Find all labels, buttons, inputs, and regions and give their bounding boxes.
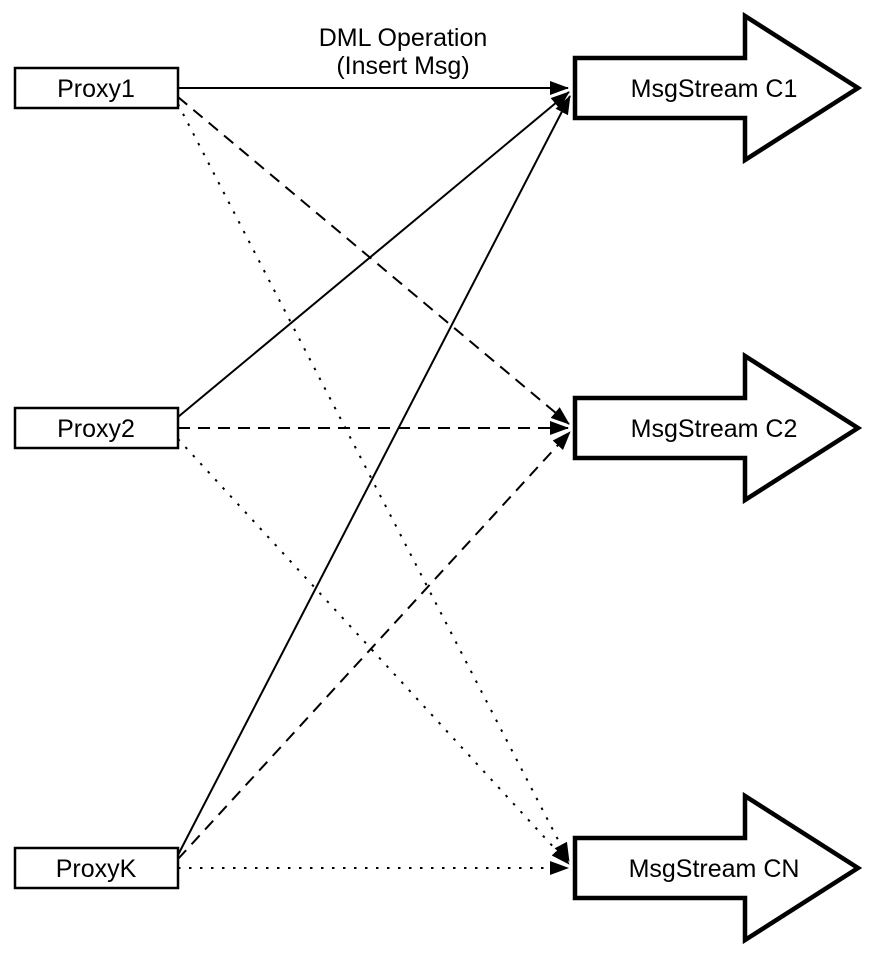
edge-proxy2-to-cn bbox=[177, 438, 570, 865]
msgstream-c2-arrow-shape bbox=[572, 351, 863, 505]
edge-proxy2-to-c1 bbox=[177, 91, 570, 418]
annotation-line2: (Insert Msg) bbox=[336, 52, 469, 80]
edge-proxy1-to-c2 bbox=[177, 96, 570, 425]
msgstream-cn-node: MsgStream CN bbox=[572, 791, 863, 945]
proxy1-label: Proxy1 bbox=[57, 75, 135, 103]
proxy1-node: Proxy1 bbox=[13, 66, 180, 110]
proxy2-box bbox=[13, 406, 180, 450]
proxyk-node: ProxyK bbox=[13, 846, 180, 890]
proxy2-label: Proxy2 bbox=[57, 415, 135, 443]
msgstream-c2-node: MsgStream C2 bbox=[572, 351, 863, 505]
edges bbox=[177, 81, 571, 875]
proxy2-node: Proxy2 bbox=[13, 406, 180, 450]
proxy1-box bbox=[13, 66, 180, 110]
edge-proxy1-to-cn bbox=[177, 103, 570, 862]
edge-proxyk-to-c1 bbox=[177, 95, 571, 856]
msgstream-c1-arrow-shape bbox=[572, 11, 863, 165]
msgstream-cn-label: MsgStream CN bbox=[629, 855, 800, 883]
msgstream-c2-label: MsgStream C2 bbox=[631, 415, 798, 443]
msgstream-c1-label: MsgStream C1 bbox=[631, 75, 798, 103]
edge-proxyk-to-c2 bbox=[177, 431, 571, 860]
edge-annotation: DML Operation (Insert Msg) bbox=[319, 24, 488, 80]
msgstream-cn-arrow-shape bbox=[572, 791, 863, 945]
annotation-line1: DML Operation bbox=[319, 24, 488, 52]
proxyk-box bbox=[13, 846, 180, 890]
msgstream-c1-node: MsgStream C1 bbox=[572, 11, 863, 165]
proxyk-label: ProxyK bbox=[56, 855, 137, 883]
